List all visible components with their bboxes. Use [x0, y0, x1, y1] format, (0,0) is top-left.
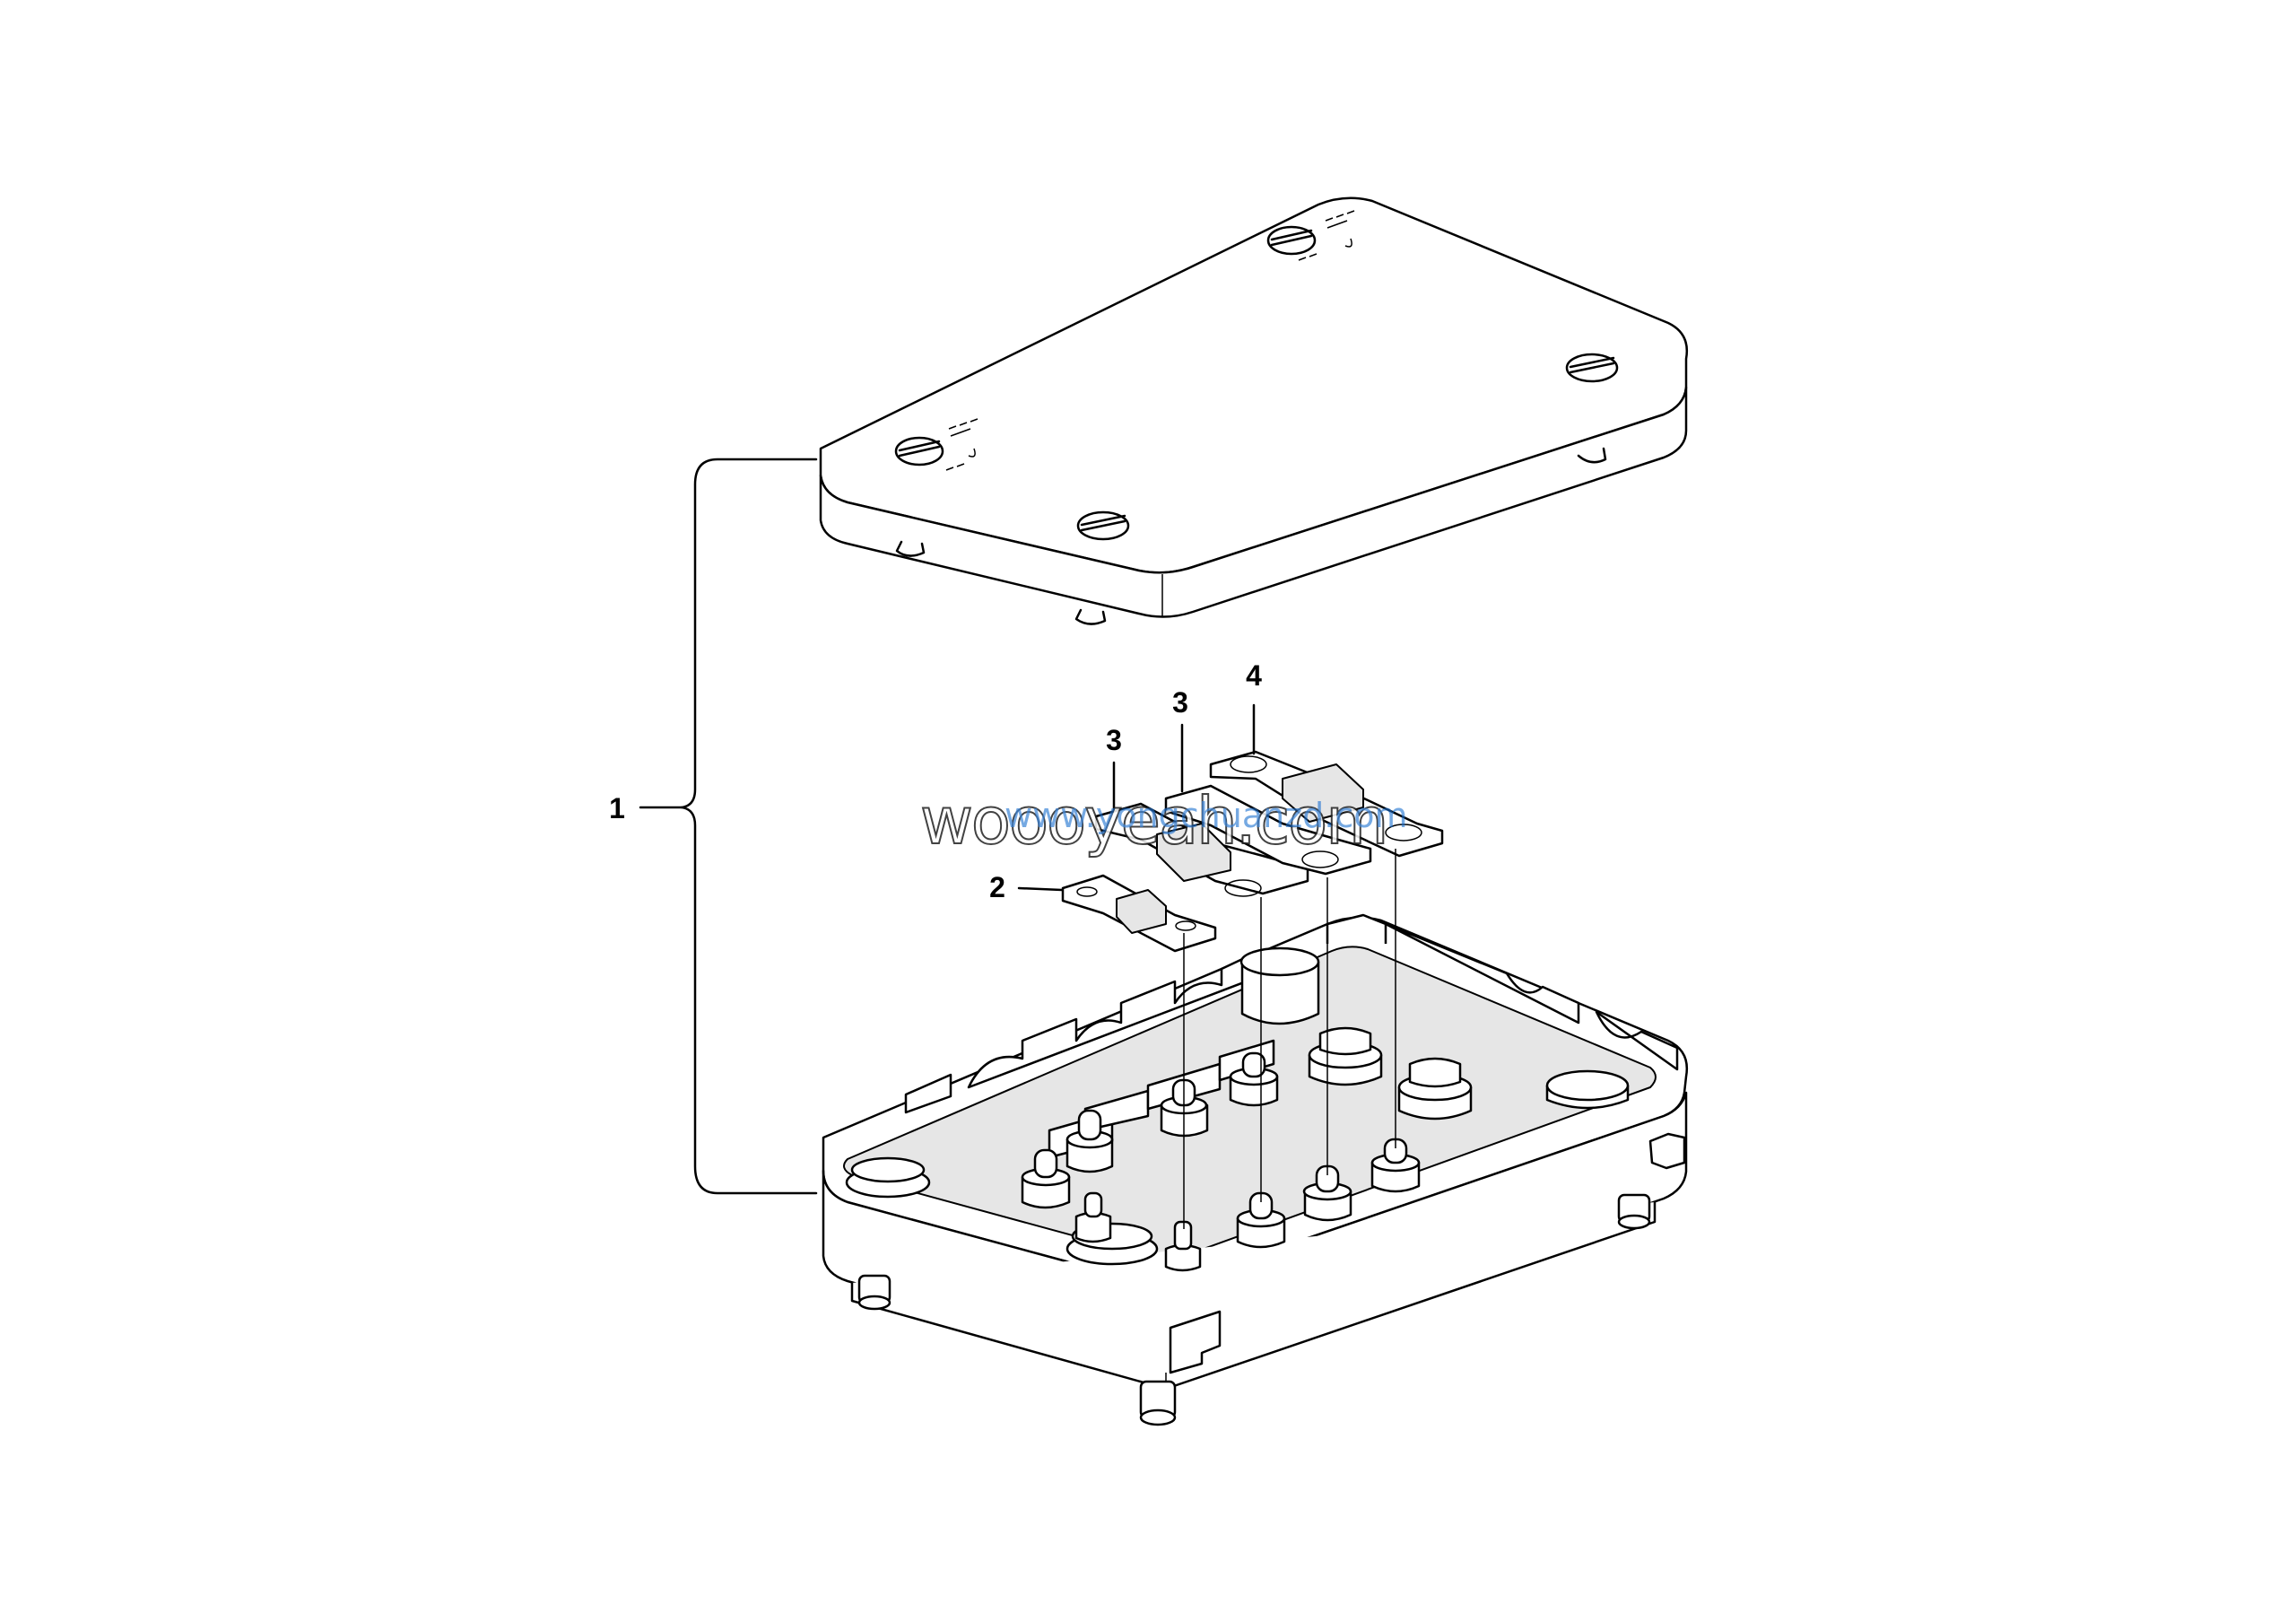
terminal-nut-icon	[1229, 1051, 1279, 1107]
watermark-text-main: woooyeah.com	[920, 783, 1387, 859]
base-foot	[1617, 1193, 1651, 1230]
leader-2	[1017, 886, 1064, 892]
lid-embossed-marking	[945, 210, 1355, 471]
watermark-text-overlay: www.yongchuanzd.com	[1004, 796, 1408, 835]
terminal-nut-icon	[1164, 1220, 1202, 1272]
callout-number-1: 1	[609, 792, 625, 824]
fuse-part-3a	[1094, 802, 1309, 897]
assembly-leader-lines	[1183, 849, 1396, 1229]
terminal-nut-icon	[1308, 1026, 1383, 1086]
base-pocket	[1545, 1069, 1630, 1110]
base-foot	[1139, 1380, 1177, 1426]
lid-screw-icon	[894, 436, 944, 467]
callout-bracket-1	[639, 458, 818, 1195]
cover-lid	[819, 196, 1689, 625]
base-housing	[822, 913, 1689, 1426]
base-foot	[857, 1274, 891, 1311]
terminal-nut-icon	[1236, 1191, 1286, 1249]
callout-number-2: 2	[989, 871, 1005, 903]
watermark: woooyeah.com www.yongchuanzd.com	[919, 782, 1408, 859]
callout-number-3-right: 3	[1172, 686, 1188, 719]
lid-screw-icon	[1565, 353, 1619, 383]
fuse-part-2	[1061, 874, 1217, 953]
lid-screw-icon	[1266, 225, 1317, 256]
terminal-nut-icon	[1021, 1148, 1071, 1209]
callout-number-4: 4	[1246, 659, 1262, 692]
terminal-studs	[1021, 1026, 1473, 1272]
callout-number-3-left: 3	[1106, 724, 1122, 756]
terminal-nut-icon	[1397, 1057, 1473, 1121]
fuse-part-3b	[1164, 784, 1372, 876]
base-pocket	[1239, 946, 1320, 1025]
terminal-nut-icon	[1370, 1138, 1421, 1193]
fuse-part-4	[1209, 750, 1444, 858]
terminal-nut-icon	[1065, 1109, 1114, 1173]
lid-screw-icon	[1076, 510, 1130, 541]
terminal-nut-icon	[1074, 1191, 1112, 1243]
base-pocket	[845, 1156, 931, 1199]
